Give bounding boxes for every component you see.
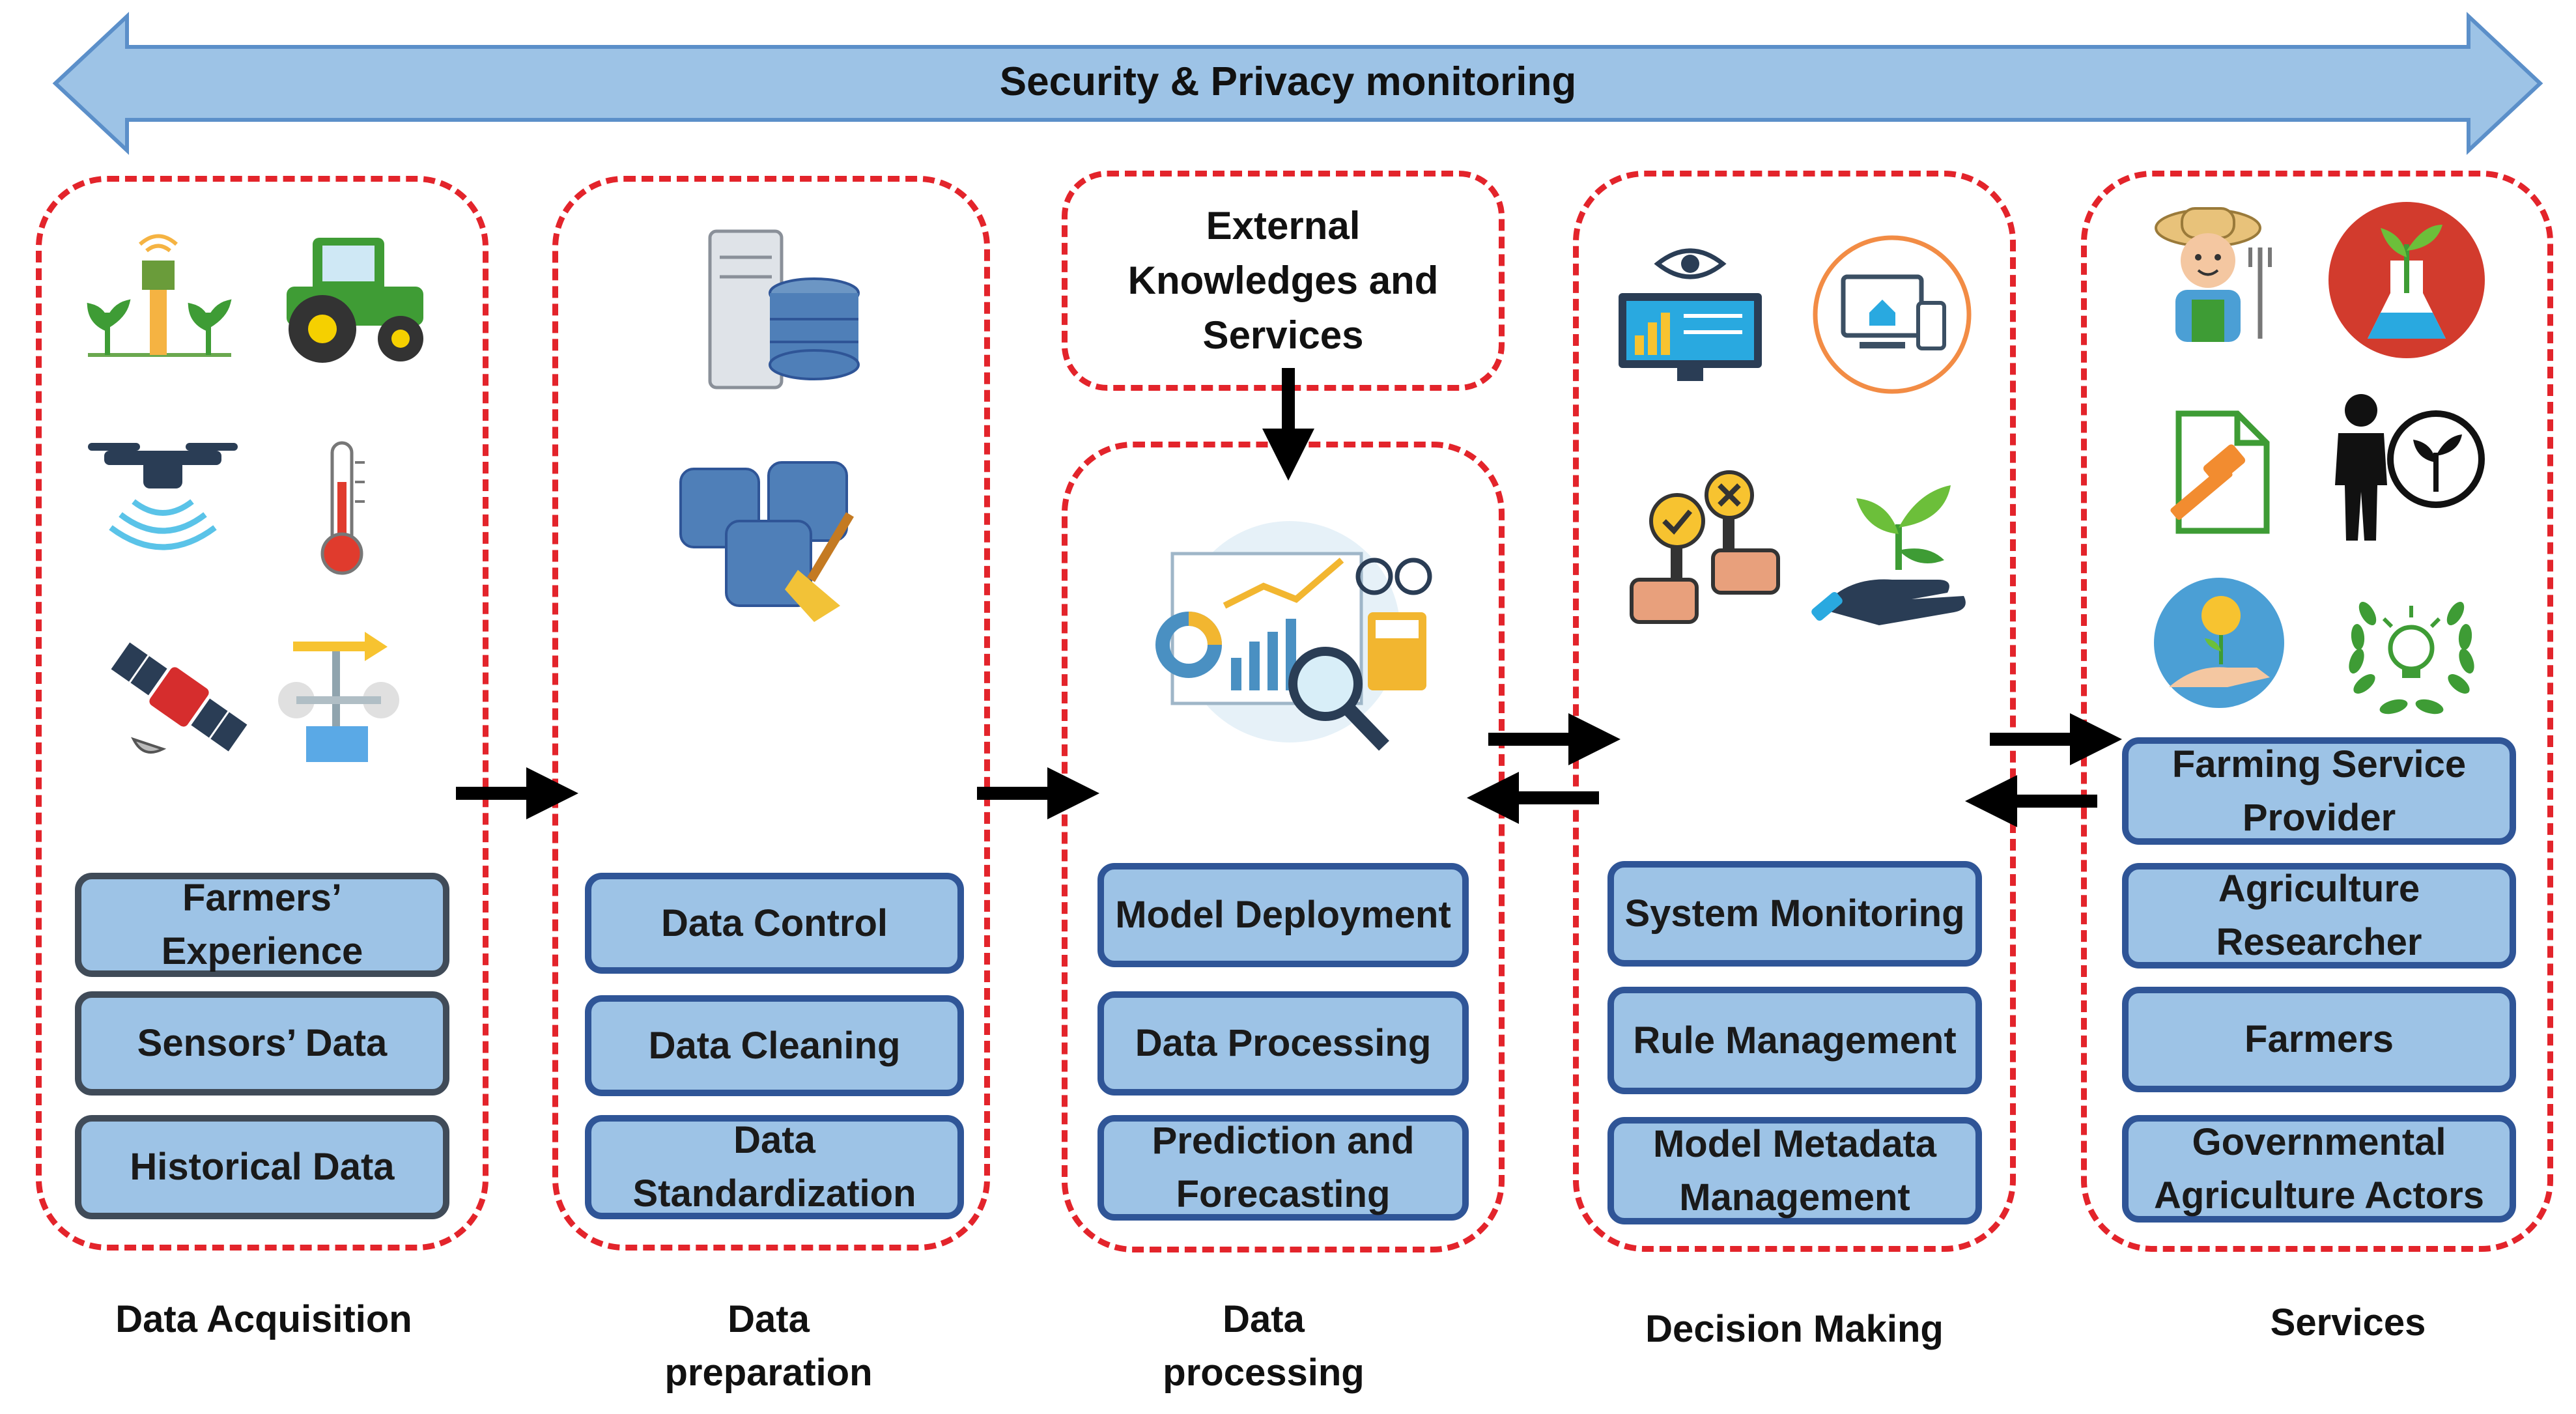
database-cleaning-icon bbox=[679, 461, 855, 622]
smart-devices-icon bbox=[1813, 235, 1972, 394]
drone-icon bbox=[88, 443, 238, 550]
item-data-control: Data Control bbox=[585, 873, 964, 974]
tractor-icon bbox=[287, 238, 423, 363]
farmer-icon bbox=[2155, 207, 2272, 342]
item-agriculture-researcher: Agriculture Researcher bbox=[2122, 863, 2516, 969]
caption-services: Services bbox=[2270, 1301, 2426, 1344]
external-knowledge-label: External Knowledges and Services bbox=[1127, 204, 1439, 357]
security-banner-label: Security & Privacy monitoring bbox=[999, 59, 1577, 104]
panel-data-preparation bbox=[552, 176, 990, 1251]
item-prediction-forecasting: Prediction and Forecasting bbox=[1097, 1115, 1469, 1221]
monitoring-dashboard-icon bbox=[1619, 248, 1762, 381]
item-data-standardization: Data Standardization bbox=[585, 1115, 964, 1219]
item-model-deployment: Model Deployment bbox=[1097, 863, 1469, 967]
investment-icon bbox=[2154, 578, 2284, 708]
panel-services bbox=[2081, 171, 2553, 1252]
thermometer-icon bbox=[320, 441, 365, 575]
item-farmers: Farmers bbox=[2122, 987, 2516, 1092]
caption-decision-making: Decision Making bbox=[1645, 1308, 1944, 1350]
panel-data-acquisition bbox=[36, 176, 488, 1251]
security-banner-arrow bbox=[52, 12, 2543, 155]
plant-lab-icon bbox=[2328, 202, 2485, 358]
item-rule-management: Rule Management bbox=[1607, 987, 1982, 1094]
item-model-metadata-management: Model Metadata Management bbox=[1607, 1117, 1982, 1224]
item-farmers-experience: Farmers’ Experience bbox=[75, 873, 449, 977]
decision-approval-icon bbox=[1630, 470, 1780, 624]
item-data-processing: Data Processing bbox=[1097, 991, 1469, 1096]
item-farming-service-provider: Farming Service Provider bbox=[2122, 737, 2516, 845]
server-database-icon bbox=[708, 229, 860, 389]
laurel-idea-icon bbox=[2349, 601, 2474, 714]
caption-data-processing: Data processing bbox=[1163, 1298, 1365, 1394]
item-governmental-agriculture-actors: Governmental Agriculture Actors bbox=[2122, 1115, 2516, 1223]
agronomist-icon bbox=[2335, 394, 2485, 541]
weather-vane-icon bbox=[278, 632, 399, 762]
plant-in-hand-icon bbox=[1811, 485, 1966, 625]
item-data-cleaning: Data Cleaning bbox=[585, 995, 964, 1096]
data-analytics-icon bbox=[1155, 521, 1432, 751]
item-sensors-data: Sensors’ Data bbox=[75, 991, 449, 1096]
soil-sensor-icon bbox=[87, 234, 232, 357]
item-system-monitoring: System Monitoring bbox=[1607, 861, 1982, 967]
satellite-icon bbox=[111, 642, 248, 754]
legal-document-icon bbox=[2170, 410, 2270, 534]
caption-data-acquisition: Data Acquisition bbox=[115, 1298, 412, 1340]
panel-decision-making bbox=[1573, 171, 2016, 1252]
caption-data-preparation: Data preparation bbox=[664, 1298, 873, 1394]
item-historical-data: Historical Data bbox=[75, 1115, 449, 1219]
